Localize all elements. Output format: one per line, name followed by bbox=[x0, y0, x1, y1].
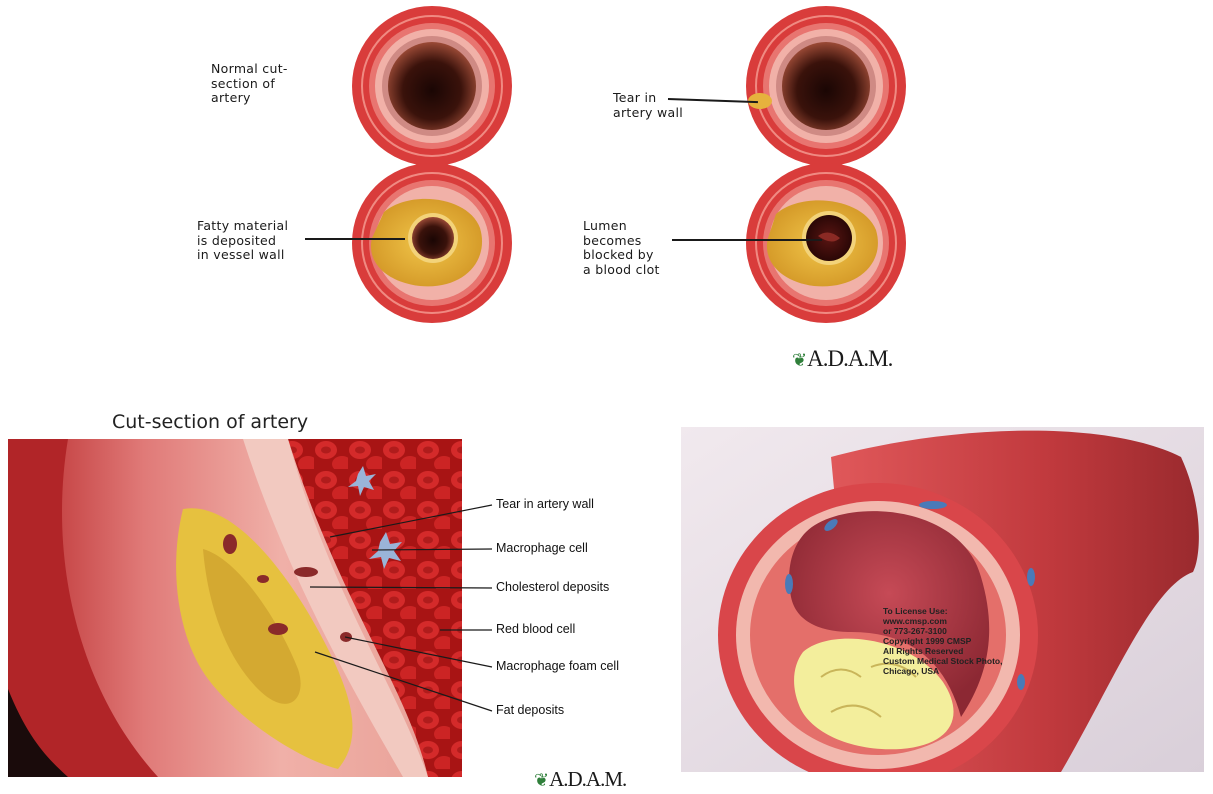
label-tear-in-artery-wall: Tear in artery wall bbox=[496, 497, 594, 511]
label-macrophage-cell: Macrophage cell bbox=[496, 541, 588, 555]
adam-logo-bottom: ❦A.D.A.M. bbox=[534, 767, 626, 792]
label-cholesterol-deposits: Cholesterol deposits bbox=[496, 580, 609, 594]
license-watermark: To License Use: www.cmsp.com or 773-267-… bbox=[883, 606, 1003, 676]
label-macrophage-foam-cell: Macrophage foam cell bbox=[496, 659, 619, 673]
leaf-icon: ❦ bbox=[534, 770, 548, 790]
label-red-blood-cell: Red blood cell bbox=[496, 622, 575, 636]
label-fat-deposits: Fat deposits bbox=[496, 703, 564, 717]
artery-3d-illustration bbox=[681, 427, 1204, 772]
